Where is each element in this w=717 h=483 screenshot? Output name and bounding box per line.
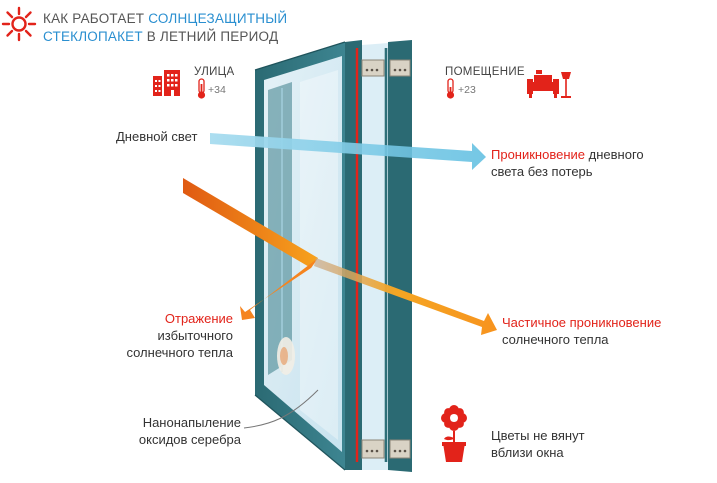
title-line2-dark: В ЛЕТНИЙ ПЕРИОД xyxy=(146,29,279,44)
page-title-line2: СТЕКЛОПАКЕТ В ЛЕТНИЙ ПЕРИОД xyxy=(43,28,278,46)
outside-label: УЛИЦА xyxy=(194,66,235,78)
flowers-line2: вблизи окна xyxy=(491,445,564,460)
thermometer-icon xyxy=(197,78,206,99)
reflection-line2: избыточного xyxy=(157,328,234,343)
partial-line2: солнечного тепла xyxy=(502,332,609,347)
title-line1-dark: КАК РАБОТАЕТ xyxy=(43,11,149,26)
thermometer-icon xyxy=(446,78,455,99)
flower-pot-icon xyxy=(441,405,467,462)
reflection-highlight: Отражение xyxy=(164,311,233,326)
partial-highlight: Частичное проникновение xyxy=(502,315,662,330)
reflection-line3: солнечного тепла xyxy=(126,345,233,360)
sun-icon xyxy=(1,6,37,42)
heat-incoming-arrow xyxy=(183,178,318,268)
page-title: КАК РАБОТАЕТ СОЛНЦЕЗАЩИТНЫЙ xyxy=(43,10,287,28)
flowers-line1: Цветы не вянут xyxy=(491,428,585,443)
partial-heat-arrow xyxy=(314,258,497,335)
penetration-line2: света без потерь xyxy=(491,164,593,179)
daylight-arrow xyxy=(210,133,486,170)
penetration-caption: Проникновение дневного xyxy=(491,146,644,163)
title-line2-blue: СТЕКЛОПАКЕТ xyxy=(43,29,147,44)
inside-label: ПОМЕЩЕНИЕ xyxy=(445,66,525,78)
coating-leader xyxy=(243,389,319,429)
title-line1-blue: СОЛНЦЕЗАЩИТНЫЙ xyxy=(148,11,288,26)
penetration-rest: дневного xyxy=(585,147,644,162)
building-icon xyxy=(153,70,180,96)
penetration-highlight: Проникновение xyxy=(491,147,586,162)
coating-line2: оксидов серебра xyxy=(138,432,241,447)
outside-temp: +34 xyxy=(208,84,226,96)
sofa-lamp-icon xyxy=(527,70,571,98)
inside-temp: +23 xyxy=(458,84,476,96)
coating-line1: Нанонапыление xyxy=(142,415,241,430)
daylight-label: Дневной свет xyxy=(116,129,198,144)
window-frame xyxy=(254,40,412,472)
reflection-arrow xyxy=(240,258,318,320)
